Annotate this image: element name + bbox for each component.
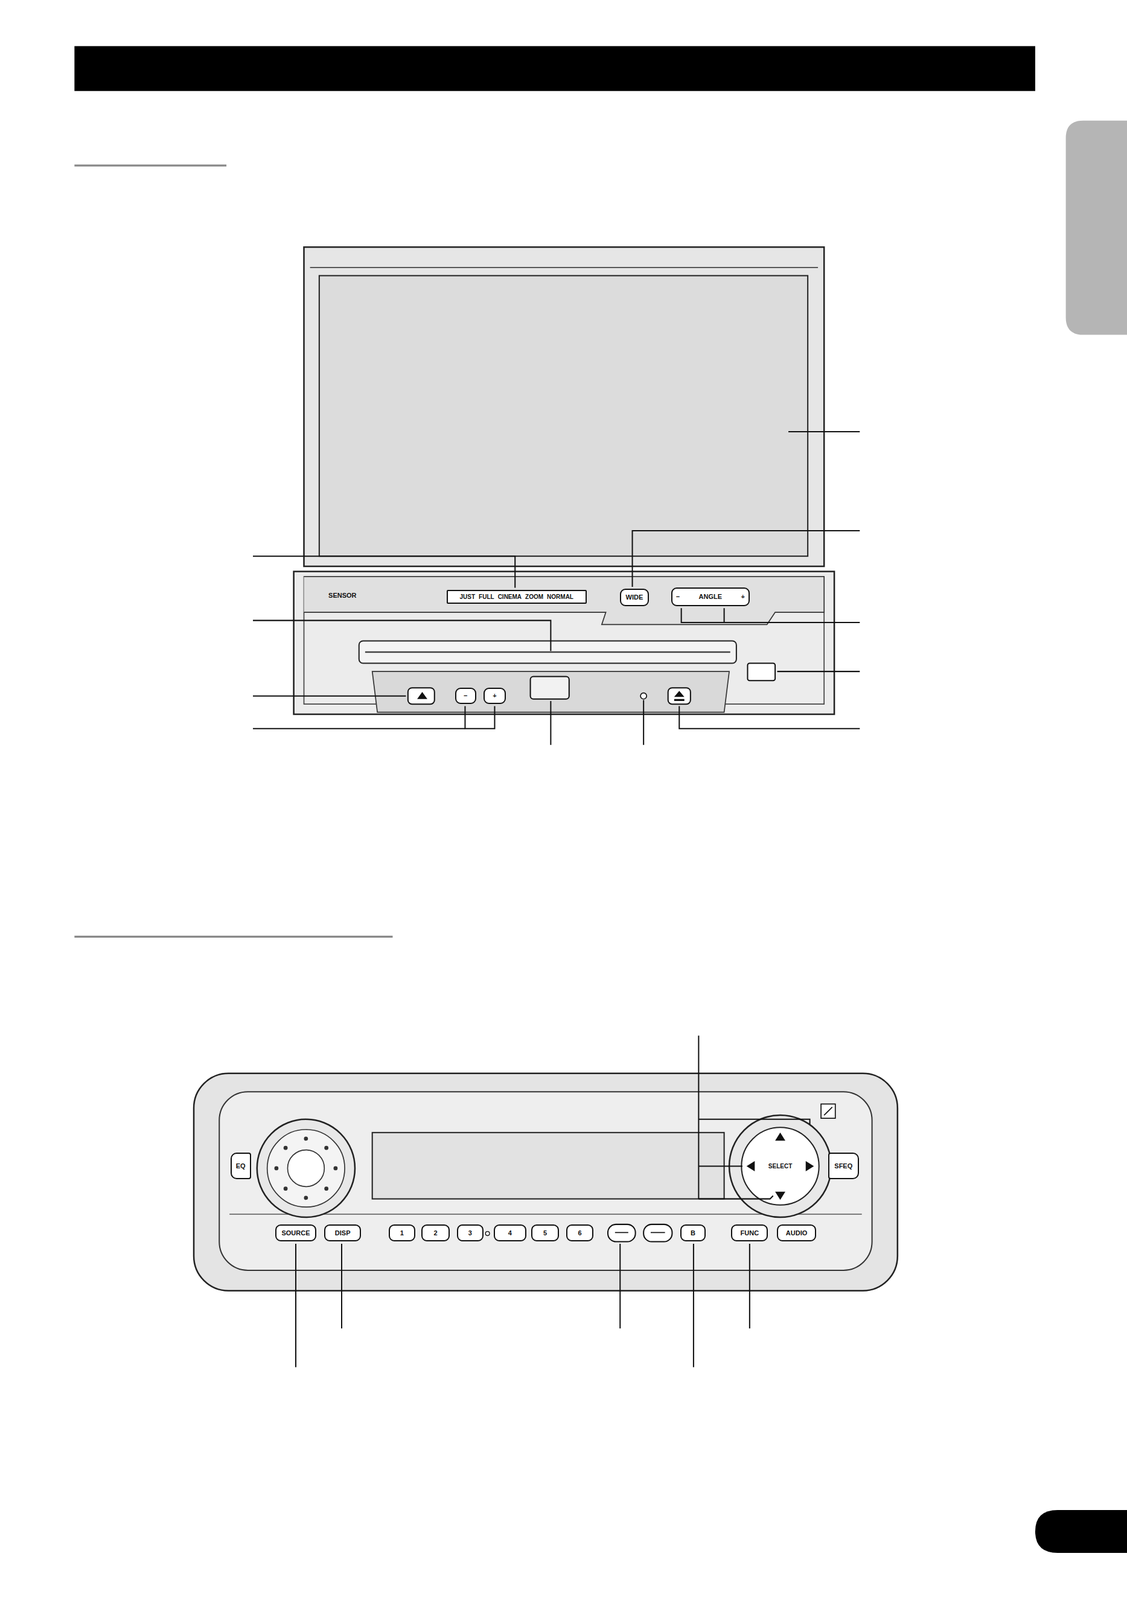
button-label: − <box>676 592 680 601</box>
wide-button: WIDE <box>619 588 649 607</box>
band-button: B <box>680 1224 706 1242</box>
sfeq-button: SFEQ <box>828 1152 859 1179</box>
button-label: ZOOM <box>525 593 544 601</box>
disp-button: DISP <box>324 1224 361 1242</box>
button-label: 6 <box>577 1229 582 1237</box>
button-label: FULL <box>478 593 495 601</box>
button-label: AUDIO <box>785 1229 808 1237</box>
panel-label: SENSOR <box>328 591 357 599</box>
button-label: SELECT <box>768 1162 792 1170</box>
button-label: ANGLE <box>699 592 723 601</box>
button-label: FUNC <box>740 1229 760 1237</box>
button-label: 5 <box>543 1229 547 1237</box>
button-label: 3 <box>468 1229 473 1237</box>
minus-button: − <box>455 687 477 704</box>
button-label: 1 <box>400 1229 404 1237</box>
button-label: SFEQ <box>834 1162 853 1170</box>
mode-indicator-strip: JUSTFULLCINEMAZOOMNORMAL <box>446 589 587 605</box>
source-button: SOURCE <box>275 1224 317 1242</box>
preset-button: 6 <box>566 1224 594 1242</box>
func-button: FUNC <box>731 1224 768 1242</box>
button-label: + <box>740 592 745 601</box>
button-label: DISP <box>335 1229 351 1237</box>
preset-button: 2 <box>421 1224 450 1242</box>
angle-buttons: − ANGLE + <box>671 587 750 606</box>
button-label: SOURCE <box>281 1229 310 1237</box>
preset-button: 3 <box>456 1224 484 1242</box>
preset-button: 5 <box>531 1224 559 1242</box>
preset-button: 4 <box>493 1224 527 1242</box>
button-label: 2 <box>433 1229 438 1237</box>
button-label: CINEMA <box>498 593 522 601</box>
audio-button: AUDIO <box>776 1224 816 1242</box>
plus-button: + <box>483 687 506 704</box>
button-label: EQ <box>236 1162 246 1170</box>
button-label: − <box>463 691 468 700</box>
button-label: 4 <box>508 1229 512 1237</box>
eq-button: EQ <box>230 1152 252 1179</box>
button-label: + <box>492 691 497 700</box>
button-label: NORMAL <box>546 593 574 601</box>
button-label: JUST <box>459 593 476 601</box>
select-button: SELECT <box>757 1143 803 1188</box>
button-label: WIDE <box>625 593 644 601</box>
preset-button: 1 <box>388 1224 416 1242</box>
button-label: B <box>690 1229 696 1237</box>
